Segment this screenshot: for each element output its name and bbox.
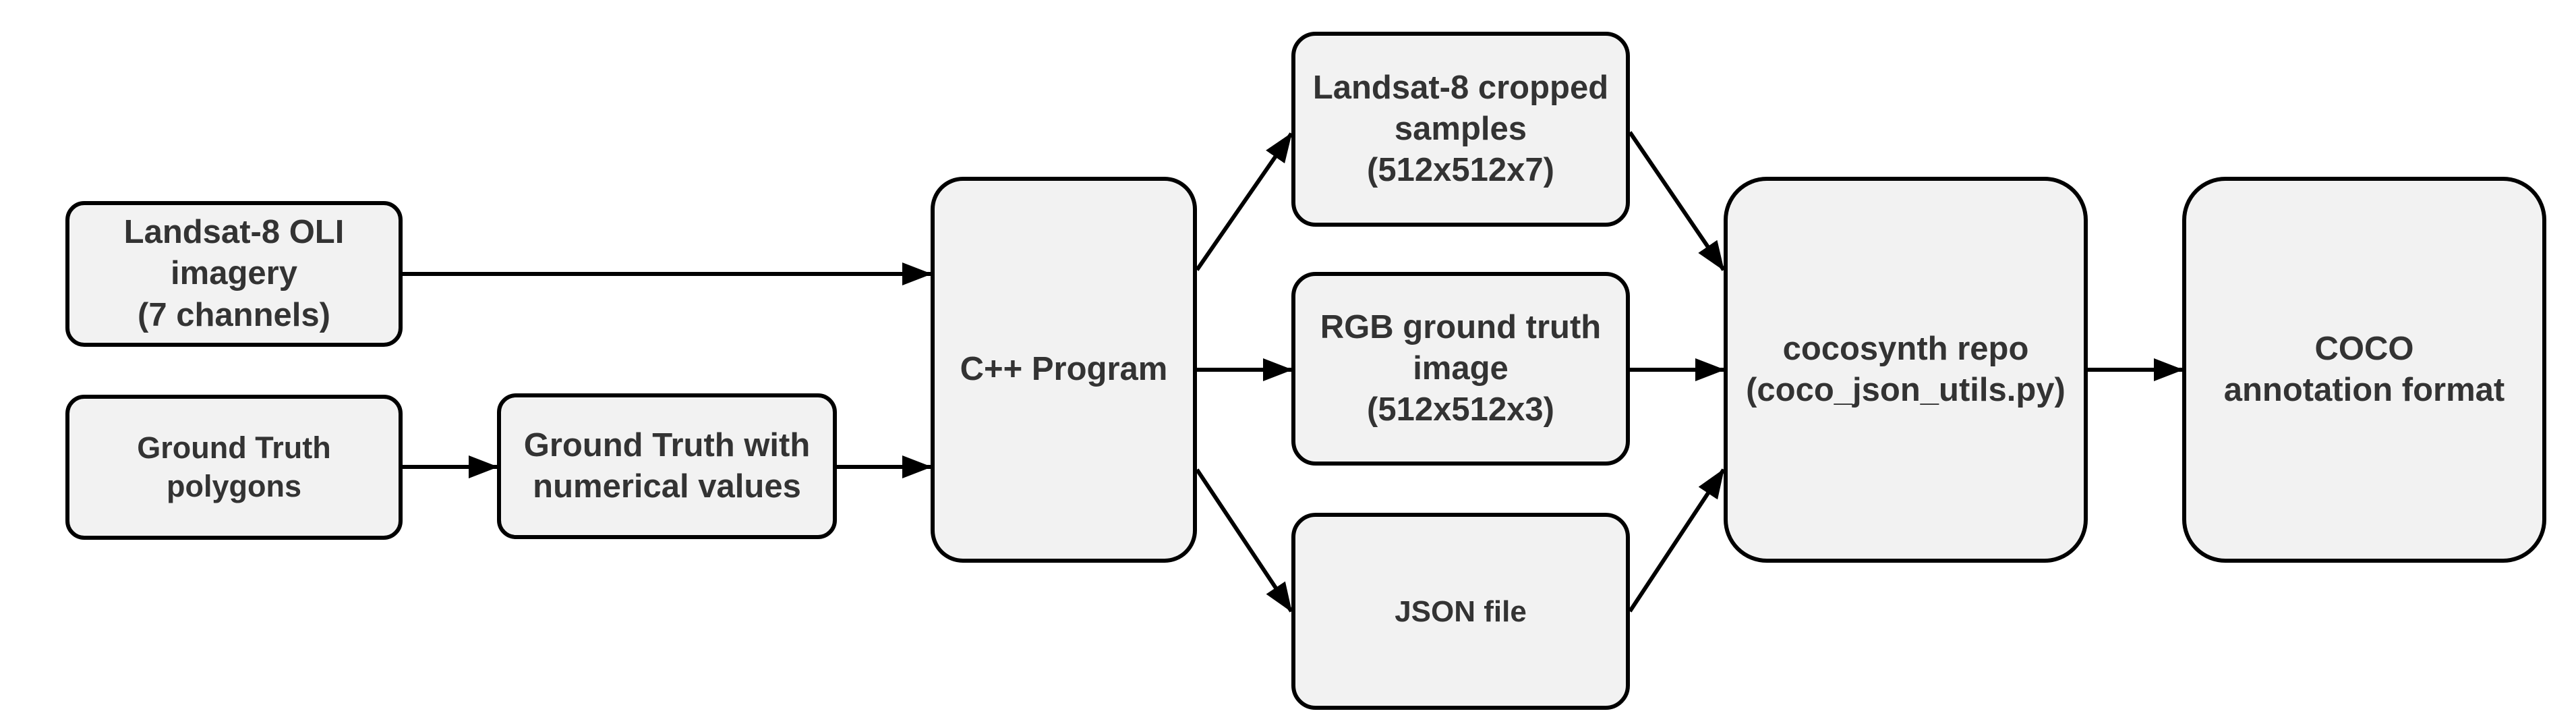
cocosynth-label: cocosynth repo (coco_json_utils.py) — [1746, 330, 2066, 408]
arrow-json-to-cocosynth — [1628, 468, 1726, 613]
json-file-label: JSON file — [1395, 594, 1527, 628]
ground-truth-numeric-label: Ground Truth with numerical values — [523, 426, 811, 505]
ground-truth-polygons-label: Ground Truth polygons — [137, 430, 331, 503]
coco-format-label: COCO annotation format — [2223, 330, 2505, 408]
cocosynth-node: cocosynth repo (coco_json_utils.py) — [1724, 177, 2088, 563]
arrow-cropped-to-cocosynth — [1628, 131, 1726, 271]
coco-format-node: COCO annotation format — [2182, 177, 2546, 563]
arrow-cpp-to-json — [1195, 468, 1293, 613]
landsat-input-label: Landsat-8 OLI imagery (7 channels) — [123, 214, 345, 333]
rgb-ground-truth-node: RGB ground truth image (512x512x3) — [1291, 272, 1630, 466]
landsat-cropped-node: Landsat-8 cropped samples (512x512x7) — [1291, 32, 1630, 227]
arrow-cpp-to-cropped — [1195, 132, 1293, 271]
cpp-program-label: C++ Program — [960, 351, 1168, 388]
landsat-cropped-label: Landsat-8 cropped samples (512x512x7) — [1312, 69, 1609, 189]
ground-truth-numeric-node: Ground Truth with numerical values — [497, 393, 837, 539]
cpp-program-node: C++ Program — [931, 177, 1197, 563]
rgb-ground-truth-label: RGB ground truth image (512x512x3) — [1320, 308, 1602, 428]
ground-truth-polygons-node: Ground Truth polygons — [65, 395, 403, 540]
json-file-node: JSON file — [1291, 513, 1630, 710]
landsat-input-node: Landsat-8 OLI imagery (7 channels) — [65, 201, 403, 347]
